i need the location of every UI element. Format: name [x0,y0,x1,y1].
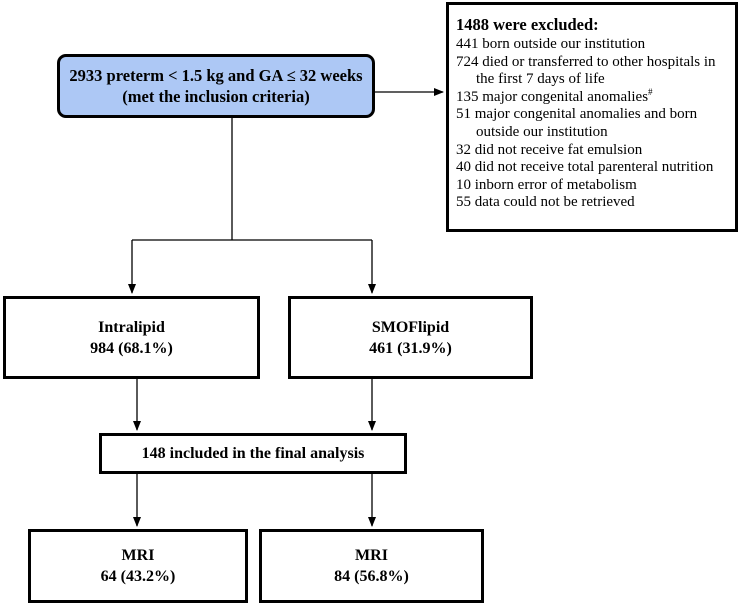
excluded-title: 1488 were excluded: [456,15,599,34]
excluded-item: 724 died or transferred to other hospita… [456,53,716,88]
excluded-item: 55 data could not be retrieved [456,194,635,211]
final-analysis-label: 148 included in the final analysis [141,445,365,462]
intralipid-name: Intralipid [98,318,165,336]
smoflipid-count: 461 (31.9%) [369,339,452,357]
smoflipid-box: SMOFlipid 461 (31.9%) [288,296,533,379]
mri-right-count: 84 (56.8%) [334,568,409,585]
mri-smoflipid-box: MRI 84 (56.8%) [259,529,484,603]
excluded-item: 32 did not receive fat emulsion [456,141,643,158]
excluded-item: 10 inborn error of metabolism [456,176,637,193]
smoflipid-name: SMOFlipid [371,318,450,336]
mri-intralipid-box: MRI 64 (43.2%) [28,529,248,603]
excluded-item-with-footnote: 135 major congenital anomalies# [456,86,653,107]
inclusion-criteria-box: 2933 preterm < 1.5 kg and GA ≤ 32 weeks … [57,54,375,118]
footnote-mark: # [648,86,653,97]
mri-left-name: MRI [121,547,155,564]
mri-right-name: MRI [355,547,388,564]
intralipid-box: Intralipid 984 (68.1%) [3,296,260,379]
excluded-item: 51 major congenital anomalies and born o… [456,106,698,140]
excluded-box: 1488 were excluded: 441 born outside our… [446,2,738,232]
excluded-item-text: 135 major congenital anomalies [456,88,649,105]
final-analysis-box: 148 included in the final analysis [99,433,407,474]
excluded-item: 441 born outside our institution [456,36,646,52]
mri-left-count: 64 (43.2%) [100,568,176,585]
excluded-item: 40 did not receive total parenteral nutr… [456,159,714,176]
inclusion-line-2: (met the inclusion criteria) [122,87,310,106]
inclusion-line-1: 2933 preterm < 1.5 kg and GA ≤ 32 weeks [69,66,363,85]
intralipid-count: 984 (68.1%) [90,339,173,357]
